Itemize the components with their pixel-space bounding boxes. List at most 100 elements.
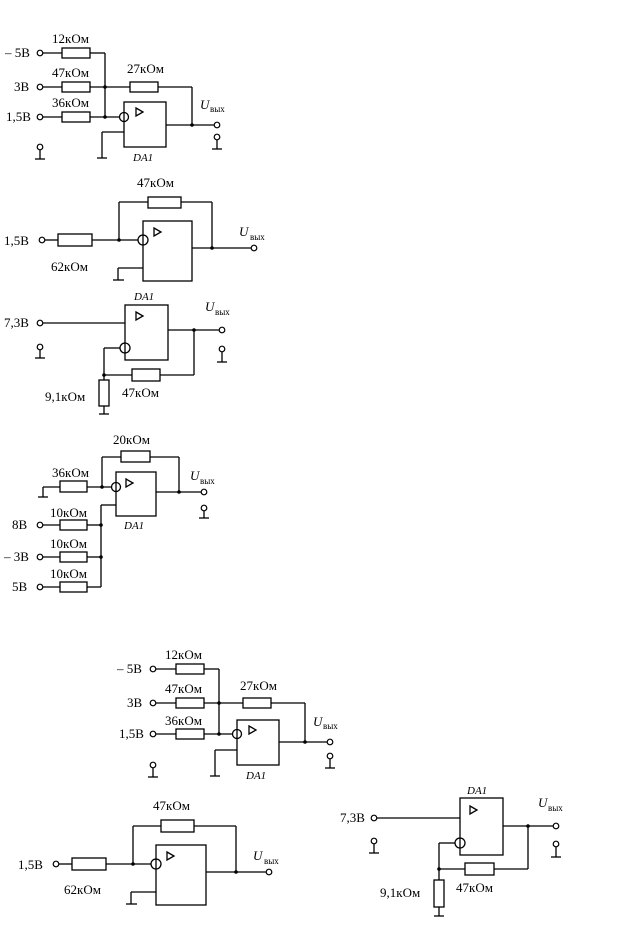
resistor-label: 9,1кОм xyxy=(45,389,85,404)
resistor xyxy=(61,111,91,123)
output-voltage-subscript: вых xyxy=(548,803,563,813)
ground-terminal xyxy=(149,761,157,769)
resistor xyxy=(59,581,88,593)
input-terminal xyxy=(36,113,44,121)
resistor xyxy=(160,819,195,833)
op-amp xyxy=(459,797,504,856)
resistor-label: 36кОм xyxy=(52,465,89,480)
opamp-label: DA1 xyxy=(245,770,266,782)
input-terminal xyxy=(36,521,44,529)
opamp-label: DA1 xyxy=(133,291,154,303)
opamp-label: DA1 xyxy=(123,520,144,532)
output-terminal xyxy=(200,488,208,496)
resistor-label: 36кОм xyxy=(165,713,202,728)
output-voltage-subscript: вых xyxy=(210,104,225,114)
opamp-label: DA1 xyxy=(132,152,153,164)
output-terminal xyxy=(250,244,258,252)
resistor xyxy=(71,857,107,871)
output-terminal xyxy=(552,822,560,830)
resistor-label: 27кОм xyxy=(127,61,164,76)
output-voltage-subscript: вых xyxy=(323,721,338,731)
source-voltage-label: 5В xyxy=(12,579,28,594)
input-terminal xyxy=(36,49,44,57)
source-voltage-label: – 5В xyxy=(116,661,142,676)
source-voltage-label: 3В xyxy=(14,79,30,94)
resistor xyxy=(129,81,159,93)
circuit-5-summing-amplifier: – 5В 12кОм 3В 47кОм 27кОм 1,5В 36кОм DA1 xyxy=(116,647,338,782)
op-amp xyxy=(142,220,193,282)
resistor xyxy=(61,81,91,93)
output-voltage-subscript: вых xyxy=(215,307,230,317)
resistor xyxy=(59,519,88,531)
input-terminal xyxy=(149,699,157,707)
circuit-2-inverting-amplifier: 47кОм 1,5В 62кОм DA1 U вых xyxy=(4,175,265,303)
resistor-label: 47кОм xyxy=(165,681,202,696)
output-voltage-label: U xyxy=(253,848,264,863)
resistor xyxy=(120,450,151,463)
op-amp xyxy=(123,101,167,148)
input-terminal xyxy=(149,665,157,673)
output-voltage-label: U xyxy=(205,299,216,314)
inverting-input-circle xyxy=(110,481,122,493)
output-terminal xyxy=(213,121,221,129)
output-terminal xyxy=(218,326,226,334)
input-terminal xyxy=(36,583,44,591)
resistor xyxy=(175,663,205,675)
inverting-input-circle xyxy=(118,111,130,123)
resistor xyxy=(147,196,182,209)
output-voltage-subscript: вых xyxy=(200,476,215,486)
output-voltage-subscript: вых xyxy=(250,232,265,242)
output-terminal xyxy=(265,868,273,876)
resistor-label: 47кОм xyxy=(137,175,174,190)
inverting-input-circle xyxy=(231,728,243,740)
output-terminal xyxy=(326,738,334,746)
op-amp xyxy=(236,719,280,766)
opamp-label: DA1 xyxy=(466,785,487,797)
resistor-label: 10кОм xyxy=(50,505,87,520)
resistor xyxy=(464,862,495,876)
source-voltage-label: 1,5В xyxy=(6,109,31,124)
circuit-3-non-inverting-amplifier: 7,3В 47кОм 9,1кОм U вых xyxy=(4,299,230,415)
resistor-label: 27кОм xyxy=(240,678,277,693)
ground-terminal xyxy=(552,840,560,848)
op-amp xyxy=(115,471,157,517)
source-voltage-label: 1,5В xyxy=(4,233,29,248)
ground-terminal xyxy=(370,837,378,845)
output-voltage-label: U xyxy=(538,795,549,810)
resistor xyxy=(433,879,445,908)
source-voltage-label: 7,3В xyxy=(4,315,29,330)
input-terminal xyxy=(52,860,60,868)
output-voltage-label: U xyxy=(190,468,201,483)
resistor xyxy=(242,697,272,709)
resistor xyxy=(61,47,91,59)
ground-terminal xyxy=(213,133,221,141)
output-voltage-subscript: вых xyxy=(264,856,279,866)
ground-terminal xyxy=(218,345,226,353)
ground-terminal xyxy=(36,143,44,151)
resistor xyxy=(131,368,161,382)
source-voltage-label: – 5В xyxy=(4,45,30,60)
resistor-label: 9,1кОм xyxy=(380,885,420,900)
circuit-4-adder-subtractor: 20кОм 36кОм DA1 U вых 10кОм 8В 1 xyxy=(3,432,215,594)
source-voltage-label: 7,3В xyxy=(340,810,365,825)
ground-terminal xyxy=(200,504,208,512)
resistor-label: 36кОм xyxy=(52,95,89,110)
source-voltage-label: 1,5В xyxy=(18,857,43,872)
resistor-label: 62кОм xyxy=(51,259,88,274)
inverting-input-circle xyxy=(150,858,162,870)
resistor-label: 12кОм xyxy=(52,31,89,46)
output-voltage-label: U xyxy=(239,224,250,239)
input-terminal xyxy=(149,730,157,738)
source-voltage-label: 3В xyxy=(127,695,143,710)
resistor xyxy=(59,551,88,563)
ground-terminal xyxy=(326,752,334,760)
resistor-label: 62кОм xyxy=(64,882,101,897)
ground-terminal xyxy=(36,343,44,351)
resistor-label: 47кОм xyxy=(456,880,493,895)
op-amp xyxy=(124,304,169,361)
input-terminal xyxy=(36,83,44,91)
resistor-label: 10кОм xyxy=(50,566,87,581)
input-terminal xyxy=(36,553,44,561)
resistor xyxy=(175,728,205,740)
resistor-label: 12кОм xyxy=(165,647,202,662)
